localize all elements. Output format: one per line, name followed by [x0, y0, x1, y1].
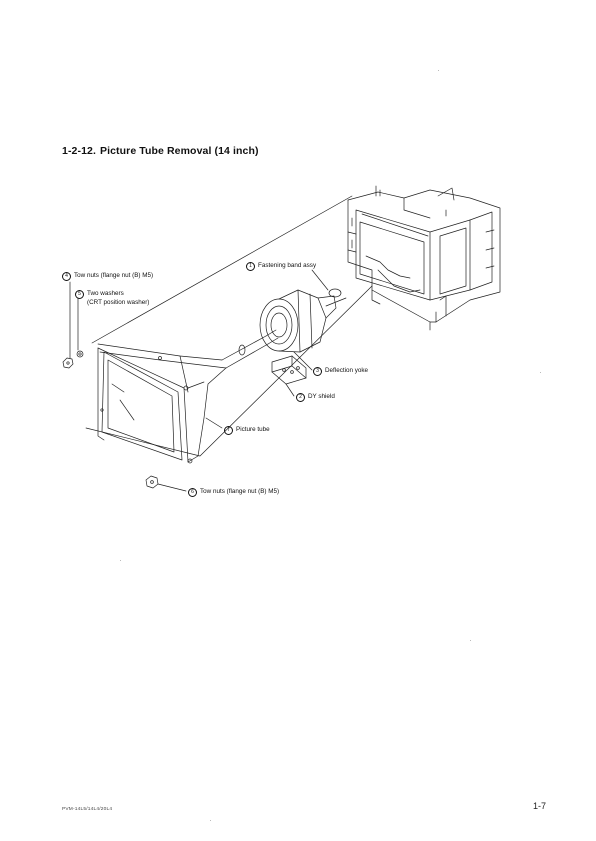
nut-washer-upper: [63, 351, 83, 368]
crt-neck: [222, 330, 278, 368]
page-number: 1-7: [533, 801, 546, 811]
leader-dy-shield: [286, 384, 294, 396]
footer-model: PVM-14L5/14L4/20L4: [62, 807, 112, 812]
callout-number: 6: [188, 488, 197, 497]
scan-speck: [540, 372, 541, 373]
leader-nuts-lower: [158, 484, 186, 491]
callout-crt-position-washer: (CRT position washer): [87, 299, 149, 307]
callout-text: Picture tube: [236, 426, 270, 433]
picture-tube: [98, 344, 226, 463]
deflection-yoke: [260, 289, 346, 352]
callout-text: DY shield: [308, 393, 335, 400]
callout-number: 2: [296, 393, 305, 402]
callout-text: Fastening band assy: [258, 262, 316, 269]
scan-speck: [120, 560, 121, 561]
scan-speck: [470, 640, 471, 641]
nut-lower: [146, 476, 158, 488]
callout-number: 7: [224, 426, 233, 435]
chassis-frame: [348, 186, 500, 330]
callout-number: 3: [313, 367, 322, 376]
callout-text: Tow nuts (flange nut (B) M5): [74, 272, 153, 279]
callout-text: Deflection yoke: [325, 367, 368, 374]
leader-fastening-band: [312, 270, 328, 290]
callout-text: (CRT position washer): [87, 299, 149, 306]
leader-picture-tube: [206, 418, 222, 428]
callout-number: 1: [246, 262, 255, 271]
scan-speck: [438, 70, 439, 71]
callout-number: 5: [75, 290, 84, 299]
callout-number: 4: [62, 272, 71, 281]
callout-text: Tow nuts (flange nut (B) M5): [200, 488, 279, 495]
callout-text: Two washers: [87, 290, 124, 297]
scan-speck: [210, 820, 211, 821]
